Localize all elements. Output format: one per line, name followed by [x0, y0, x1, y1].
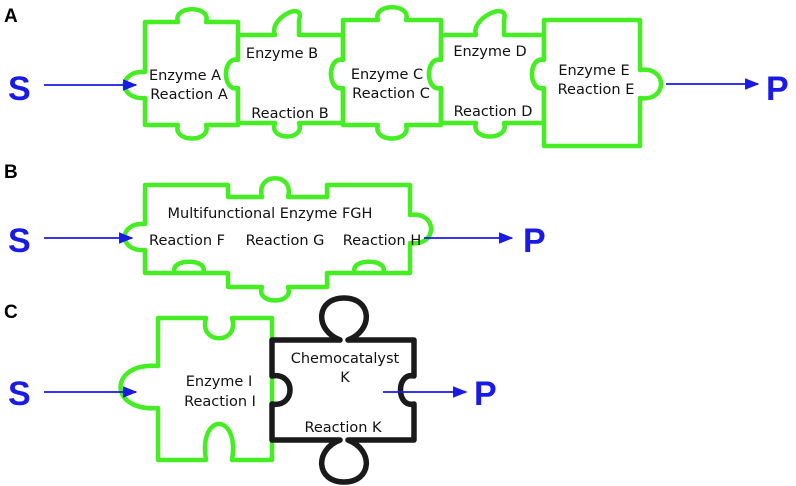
- reaction-d-label: Reaction D: [454, 104, 533, 120]
- panel-b-notch-right: [352, 259, 386, 274]
- enzyme-i-label: Enzyme I: [186, 374, 252, 390]
- panel-c-label: C: [4, 302, 18, 323]
- reaction-h-label: Reaction H: [343, 233, 422, 249]
- panel-a-label: A: [4, 6, 18, 27]
- reaction-a-label: Reaction A: [150, 87, 228, 103]
- panel-b-product: P: [523, 222, 546, 260]
- reaction-b-label: Reaction B: [251, 106, 329, 122]
- enzyme-e-label: Enzyme E: [558, 63, 629, 79]
- panel-c-product: P: [474, 375, 497, 413]
- panel-c-substrate: S: [8, 375, 31, 413]
- panel-b-label: B: [4, 162, 18, 183]
- panel-a-substrate: S: [8, 70, 31, 108]
- reaction-c-label: Reaction C: [352, 86, 430, 102]
- puzzle-piece-chemocatalyst-k: [269, 295, 417, 485]
- chemocatalyst-label: Chemocatalyst: [291, 351, 400, 367]
- reaction-k-label: Reaction K: [304, 420, 382, 436]
- reaction-f-label: Reaction F: [149, 233, 225, 249]
- puzzle-piece-enzyme-i: [118, 315, 275, 463]
- chemocatalyst-k-label: K: [340, 370, 350, 386]
- panel-a-product: P: [766, 70, 789, 108]
- puzzle-piece-enzyme-e: [529, 17, 664, 149]
- reaction-i-label: Reaction I: [184, 394, 256, 410]
- enzyme-b-label: Enzyme B: [246, 46, 318, 62]
- enzyme-c-label: Enzyme C: [351, 67, 423, 83]
- panel-b-notch-left: [172, 259, 206, 274]
- panel-b-substrate: S: [8, 222, 31, 260]
- multifunctional-enzyme-label: Multifunctional Enzyme FGH: [168, 206, 373, 222]
- enzyme-a-label: Enzyme A: [149, 68, 221, 84]
- reaction-g-label: Reaction G: [246, 233, 325, 249]
- reaction-e-label: Reaction E: [558, 82, 635, 98]
- panel-a-puzzle-pieces: [122, 5, 664, 149]
- enzyme-d-label: Enzyme D: [453, 44, 526, 60]
- puzzle-piece-enzyme-a: [122, 7, 241, 141]
